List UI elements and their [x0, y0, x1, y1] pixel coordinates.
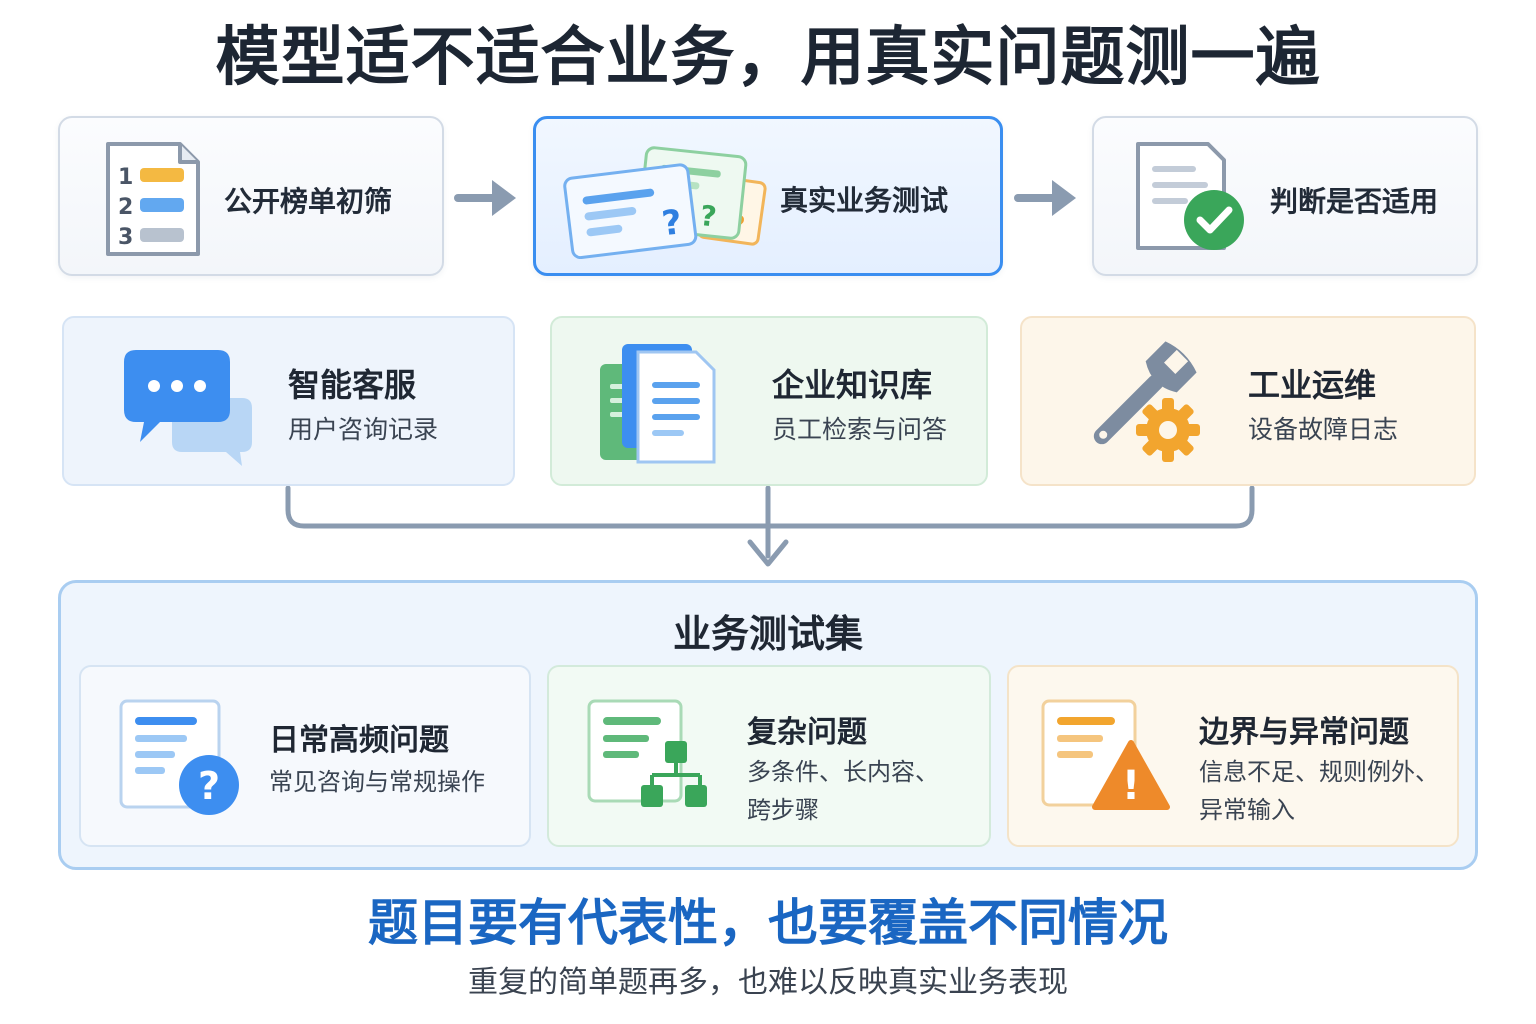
test-card-daily-frequent: ? 日常高频问题 常见咨询与常规操作 — [79, 665, 531, 847]
flow-step-public-ranking: 1 2 3 公开榜单初筛 — [58, 116, 444, 276]
flow-step-business-test: ? ? ? 真实业务测试 — [533, 116, 1003, 276]
merge-connector-arrows — [285, 486, 1255, 567]
ranked-list-icon: 1 2 3 — [106, 142, 200, 256]
flow-step-label: 真实业务测试 — [780, 184, 949, 217]
test-card-subtitle-line1: 信息不足、规则例外、 — [1199, 758, 1439, 786]
chat-bubbles-icon — [124, 350, 252, 466]
flow-step-label: 判断是否适用 — [1270, 185, 1439, 218]
card-question-glyph: ? — [699, 199, 719, 234]
scenario-title: 工业运维 — [1248, 366, 1377, 404]
list-number-3: 3 — [118, 225, 133, 250]
test-set-title: 业务测试集 — [672, 612, 863, 656]
test-card-edge-cases: ! 边界与异常问题 信息不足、规则例外、 异常输入 — [1007, 665, 1459, 847]
test-card-title: 复杂问题 — [747, 715, 867, 750]
document-warning-icon: ! — [1041, 699, 1170, 810]
test-card-subtitle-line2: 跨步骤 — [747, 796, 819, 824]
page-title: 模型适不适合业务，用真实问题测一遍 — [215, 21, 1321, 95]
card-question-glyph: ? — [660, 202, 684, 244]
footer-subline: 重复的简单题再多，也难以反映真实业务表现 — [468, 965, 1068, 1000]
question-cards-icon: ? ? ? — [563, 146, 767, 259]
documents-icon — [600, 344, 716, 464]
arrow-right-icon — [454, 180, 516, 216]
scenario-title: 智能客服 — [288, 366, 417, 404]
flow-step-judge-fit: 判断是否适用 — [1092, 116, 1478, 276]
test-card-title: 日常高频问题 — [269, 723, 449, 758]
flow-step-label: 公开榜单初筛 — [224, 185, 393, 218]
list-number-2: 2 — [118, 195, 133, 220]
scenario-subtitle: 设备故障日志 — [1248, 415, 1399, 444]
document-flowchart-icon — [587, 699, 707, 807]
warning-glyph: ! — [1122, 763, 1140, 809]
footer-headline: 题目要有代表性，也要覆盖不同情况 — [368, 894, 1168, 952]
scenario-subtitle: 员工检索与问答 — [772, 415, 948, 444]
document-question-icon: ? — [119, 699, 239, 815]
question-glyph: ? — [198, 764, 220, 808]
document-check-icon — [1136, 142, 1244, 250]
test-card-subtitle: 常见咨询与常规操作 — [269, 768, 485, 796]
scenario-card-knowledge-base: 企业知识库 员工检索与问答 — [550, 316, 988, 486]
test-card-subtitle-line1: 多条件、长内容、 — [747, 758, 939, 786]
test-card-complex: 复杂问题 多条件、长内容、 跨步骤 — [547, 665, 991, 847]
test-card-subtitle-line2: 异常输入 — [1199, 796, 1295, 824]
scenario-title: 企业知识库 — [772, 366, 933, 404]
scenario-subtitle: 用户咨询记录 — [288, 415, 439, 444]
arrow-right-icon — [1014, 180, 1076, 216]
wrench-gear-icon — [1093, 341, 1200, 462]
business-test-set: 业务测试集 ? 日常高频问题 常见咨询与常规操作 复杂问题 — [58, 580, 1478, 870]
scenario-card-customer-service: 智能客服 用户咨询记录 — [62, 316, 515, 486]
scenario-card-industrial-ops: 工业运维 设备故障日志 — [1020, 316, 1476, 486]
test-card-title: 边界与异常问题 — [1199, 715, 1409, 750]
list-number-1: 1 — [118, 165, 133, 190]
